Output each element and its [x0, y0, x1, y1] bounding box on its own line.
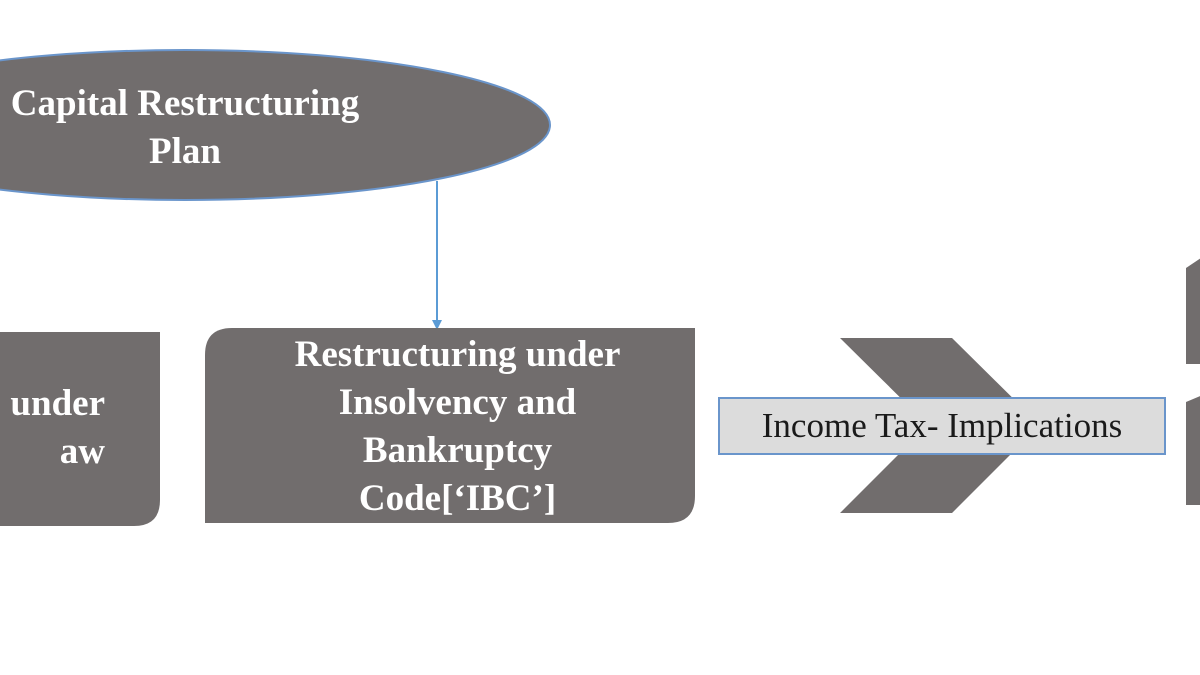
oval-label-line-2: Plan	[149, 131, 221, 172]
left-restructuring-box	[0, 332, 160, 526]
ibc-label-line-4: Code[‘IBC’]	[358, 478, 557, 519]
right-partial-shape-bottom	[1186, 396, 1200, 505]
left-box-label: under aw	[0, 380, 105, 476]
income-tax-implications-label: Income Tax- Implications	[761, 406, 1123, 445]
oval-label-line-1: Capital Restructuring	[10, 83, 360, 124]
left-box-label-line-2: aw	[59, 431, 105, 472]
ibc-label-line-3: Bankruptcy	[362, 430, 553, 471]
ibc-box	[205, 328, 695, 523]
right-partial-shape-top	[1186, 258, 1200, 364]
left-box-label-line-1: under	[10, 383, 105, 424]
ibc-label-line-2: Insolvency and	[338, 382, 577, 423]
capital-restructuring-oval	[0, 49, 551, 201]
ibc-label-line-1: Restructuring under	[294, 334, 621, 375]
capital-restructuring-label: Capital Restructuring Plan	[0, 80, 430, 176]
ibc-box-label: Restructuring under Insolvency and Bankr…	[205, 331, 710, 523]
income-tax-implications-box: Income Tax- Implications	[718, 397, 1166, 455]
